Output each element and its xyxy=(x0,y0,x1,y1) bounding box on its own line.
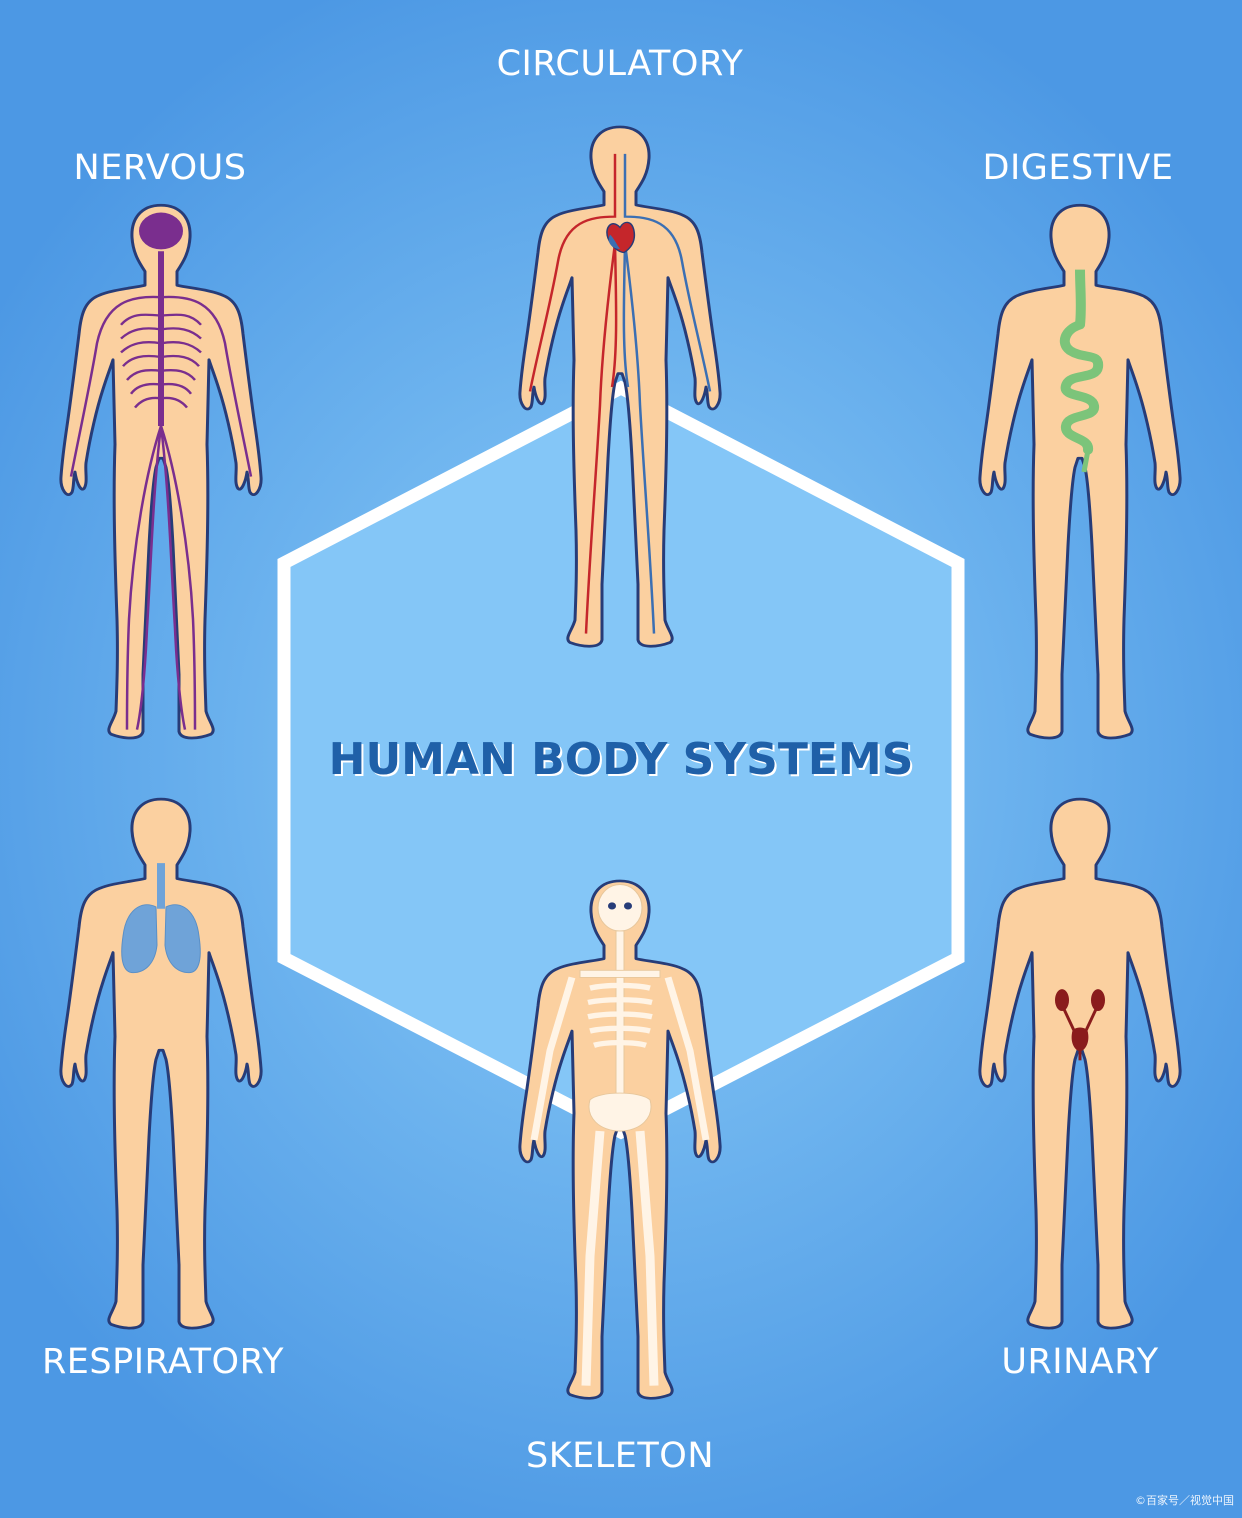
main-title: HUMAN BODY SYSTEMS xyxy=(328,734,914,785)
digestive-figure xyxy=(978,203,1182,740)
skeleton-bones xyxy=(530,884,710,1386)
lungs-icon xyxy=(121,863,201,974)
label-circulatory: CIRCULATORY xyxy=(496,44,744,84)
digestive-tract xyxy=(1059,269,1104,473)
label-skeleton: SKELETON xyxy=(525,1436,715,1476)
urinary-figure xyxy=(978,797,1182,1330)
circulatory-figure xyxy=(518,125,722,648)
label-nervous: NERVOUS xyxy=(73,148,247,188)
nervous-figure xyxy=(59,203,263,740)
label-respiratory: RESPIRATORY xyxy=(41,1342,285,1382)
blood-vessels xyxy=(528,153,712,634)
nerve-network xyxy=(69,251,253,730)
label-urinary: URINARY xyxy=(1001,1342,1159,1382)
skull-features xyxy=(608,902,632,910)
brain-icon xyxy=(139,212,183,250)
respiratory-figure xyxy=(59,797,263,1330)
skeleton-figure xyxy=(518,879,722,1400)
label-digestive: DIGESTIVE xyxy=(982,148,1174,188)
urinary-organs xyxy=(1055,989,1105,1061)
watermark: ©百家号／视觉中国 xyxy=(1135,1494,1234,1507)
